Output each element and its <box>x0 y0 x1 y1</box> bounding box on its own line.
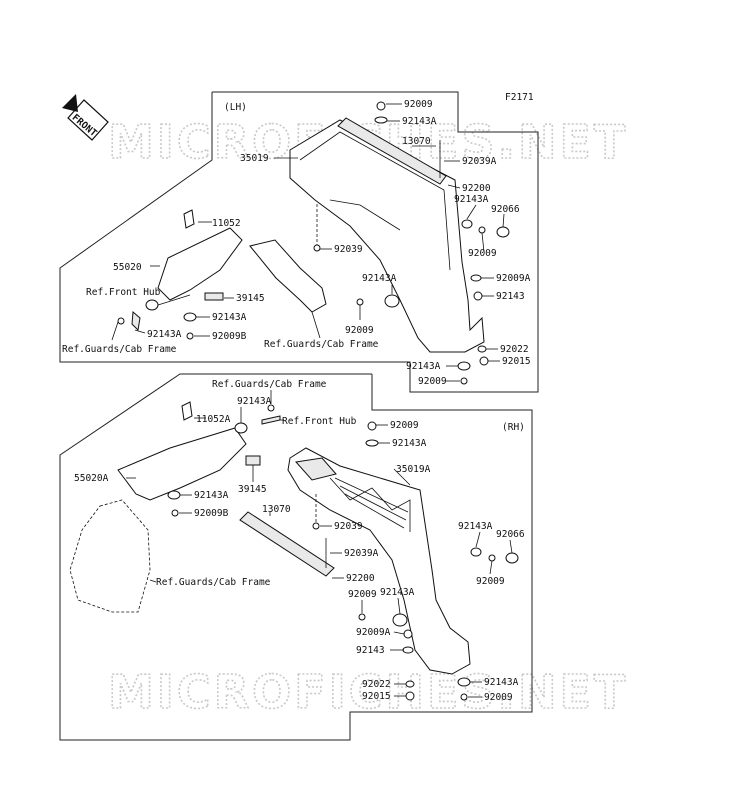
lh-label-39145: 39145 <box>236 293 265 304</box>
rh-label-92066: 92066 <box>496 529 525 540</box>
rh-label-13070: 13070 <box>262 504 291 515</box>
rh-label-92200: 92200 <box>346 573 375 584</box>
lh-splash-guard-55020 <box>157 227 243 301</box>
lh-label-92200: 92200 <box>462 183 491 194</box>
lh-label-92143: 92143 <box>496 291 525 302</box>
rh-label-92039a: 92039A <box>344 548 379 559</box>
rh-label-92022: 92022 <box>362 679 391 690</box>
rh-label-92039: 92039 <box>334 521 363 532</box>
lh-trim-strip-13070 <box>337 117 447 185</box>
lh-label-ref-guards-2: Ref.Guards/Cab Frame <box>62 344 177 355</box>
rh-label-92143a-d: 92143A <box>458 521 493 532</box>
rh-trim-strip-13070 <box>239 511 335 577</box>
rh-label-92143a-e: 92143A <box>380 587 415 598</box>
rh-splash-guard-55020a <box>117 427 247 501</box>
watermark-bottom: MICROFICHES.NET <box>108 665 628 719</box>
lh-label-92143a-a: 92143A <box>402 116 437 127</box>
lh-label-92143a-f: 92143A <box>406 361 441 372</box>
lh-side-label: (LH) <box>224 102 247 113</box>
lh-label-92143a-d: 92143A <box>212 312 247 323</box>
lh-label-11052: 11052 <box>212 218 241 229</box>
rh-pad-39145 <box>245 455 261 466</box>
lh-label-92143a-b: 92143A <box>454 194 489 205</box>
rh-label-92009-d: 92009 <box>484 692 513 703</box>
lh-label-ref-front-hub: Ref.Front Hub <box>86 287 161 298</box>
rh-label-92143a-f: 92143A <box>484 677 519 688</box>
lh-pad-39145 <box>204 292 224 301</box>
lh-label-13070: 13070 <box>402 136 431 147</box>
front-arrow-icon: FRONT <box>62 94 109 141</box>
rh-label-39145: 39145 <box>238 484 267 495</box>
rh-label-35019a: 35019A <box>396 464 431 475</box>
lh-label-35019: 35019 <box>240 153 269 164</box>
lh-flap-panel <box>249 239 327 313</box>
rh-leader-lines <box>126 390 513 698</box>
rh-label-92143a-a: 92143A <box>237 396 272 407</box>
rh-label-ref-guards-top: Ref.Guards/Cab Frame <box>212 379 327 390</box>
lh-label-92143a-c: 92143A <box>362 273 397 284</box>
rh-fender-35019a <box>287 447 471 675</box>
rh-label-92143a-c: 92143A <box>194 490 229 501</box>
lh-frame <box>59 91 539 393</box>
rh-lower-guard-panel <box>69 499 151 613</box>
lh-label-92039a: 92039A <box>462 156 497 167</box>
rh-label-92143: 92143 <box>356 645 385 656</box>
lh-bracket-11052 <box>183 209 195 229</box>
lh-label-92022: 92022 <box>500 344 529 355</box>
rh-label-92009a: 92009A <box>356 627 391 638</box>
rh-label-92009b: 92009B <box>194 508 229 519</box>
lh-label-92009b: 92009B <box>212 331 247 342</box>
rh-label-11052a: 11052A <box>196 414 231 425</box>
rh-label-ref-front-hub: Ref.Front Hub <box>282 416 357 427</box>
lh-leader-lines <box>111 103 505 382</box>
lh-label-92009-b: 92009 <box>468 248 497 259</box>
lh-label-92015: 92015 <box>502 356 531 367</box>
lh-label-92009a: 92009A <box>496 273 531 284</box>
lh-label-92039: 92039 <box>334 244 363 255</box>
rh-side-label: (RH) <box>502 422 525 433</box>
lh-label-92009-a: 92009 <box>404 99 433 110</box>
rh-label-92143a-b: 92143A <box>392 438 427 449</box>
lh-label-92143a-e: 92143A <box>147 329 182 340</box>
rh-frame <box>59 373 533 741</box>
lh-label-55020: 55020 <box>113 262 142 273</box>
rh-label-92009-b: 92009 <box>476 576 505 587</box>
rh-label-92009-a: 92009 <box>390 420 419 431</box>
lh-label-92009-c: 92009 <box>345 325 374 336</box>
rh-label-ref-guards-bottom: Ref.Guards/Cab Frame <box>156 577 271 588</box>
lh-label-92066: 92066 <box>491 204 520 215</box>
rh-label-92009-c: 92009 <box>348 589 377 600</box>
figure-code: F2171 <box>505 92 534 103</box>
rh-label-55020a: 55020A <box>74 473 109 484</box>
rh-bracket-11052a <box>181 401 193 421</box>
rh-label-92015: 92015 <box>362 691 391 702</box>
lh-label-92009-d: 92009 <box>418 376 447 387</box>
lh-label-ref-guards-1: Ref.Guards/Cab Frame <box>264 339 379 350</box>
